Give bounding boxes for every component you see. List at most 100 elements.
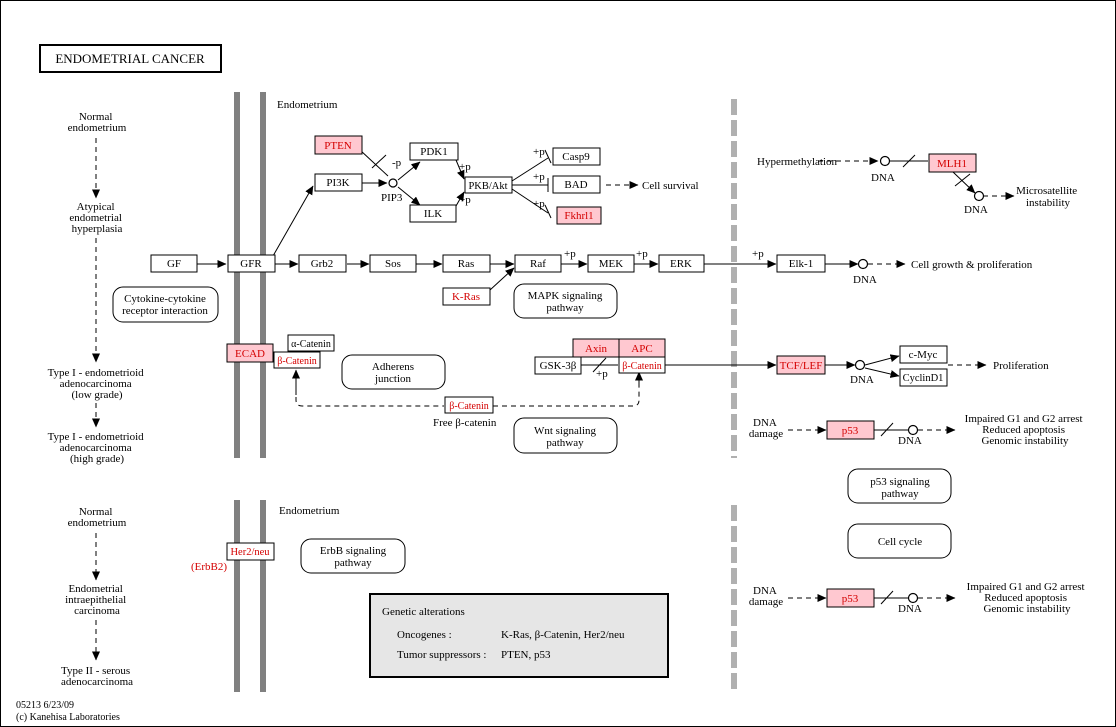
node-alpha-catenin[interactable]: α-Catenin: [287, 334, 335, 352]
svg-text:p53: p53: [842, 593, 859, 605]
page-title: ENDOMETRIAL CANCER: [55, 51, 205, 66]
dna-label-p53-bottom: DNA: [898, 603, 922, 615]
map-id: 05213 6/23/09: [16, 700, 74, 711]
svg-text:PI3K: PI3K: [326, 177, 349, 189]
copyright: (c) Kanehisa Laboratories: [16, 712, 120, 723]
node-gf[interactable]: GF: [150, 254, 198, 273]
svg-text:Casp9: Casp9: [562, 151, 590, 163]
dna-site-tcf: [854, 359, 866, 371]
svg-text:Cell cycle: Cell cycle: [878, 536, 922, 548]
node-pdk1[interactable]: PDK1: [409, 142, 459, 161]
svg-text:Elk-1: Elk-1: [789, 258, 813, 270]
node-gsk3b[interactable]: GSK-3β: [534, 356, 582, 375]
outcome-label-bottom: Impaired G1 and G2 arrest Reduced apopto…: [967, 581, 1088, 615]
node-fkhrl1[interactable]: Fkhrl1: [556, 206, 602, 225]
legend-title: Genetic alterations: [382, 606, 465, 618]
node-ecad[interactable]: ECAD: [226, 343, 274, 363]
svg-text:CyclinD1: CyclinD1: [903, 373, 944, 384]
svg-text:GFR: GFR: [240, 258, 262, 270]
node-bad[interactable]: BAD: [552, 175, 601, 194]
node-cyclin-d1[interactable]: CyclinD1: [899, 368, 948, 387]
node-beta-catenin-complex[interactable]: β-Catenin: [618, 356, 666, 374]
node-raf[interactable]: Raf: [514, 254, 562, 273]
svg-text:ERK: ERK: [670, 258, 692, 270]
svg-text:Fkhrl1: Fkhrl1: [564, 210, 593, 222]
gene-nodes: PTEN PDK1 Casp9 PI3K PKB/Akt BAD ILK Fkh…: [150, 135, 977, 608]
svg-text:ECAD: ECAD: [235, 348, 265, 360]
node-kras[interactable]: K-Ras: [442, 287, 491, 306]
stage-normal-bottom: Normal endometrium: [68, 506, 127, 529]
node-beta-catenin-free[interactable]: β-Catenin: [444, 396, 494, 414]
phospho-label-mek: +p: [564, 248, 576, 260]
free-bcatenin-label: Free β-catenin: [433, 417, 497, 429]
node-p53-bottom[interactable]: p53: [826, 588, 875, 608]
node-grb2[interactable]: Grb2: [298, 254, 347, 273]
node-ilk[interactable]: ILK: [409, 204, 457, 223]
node-apc[interactable]: APC: [618, 338, 666, 358]
pathway-cell-cycle[interactable]: Cell cycle: [847, 523, 952, 559]
dna-site-mlh1: [879, 155, 891, 167]
svg-text:Ras: Ras: [458, 258, 475, 270]
title-box: [39, 44, 222, 73]
node-beta-catenin-membrane[interactable]: β-Catenin: [273, 351, 321, 369]
phospho-label-elk1: +p: [752, 248, 764, 260]
dna-label-msi: DNA: [964, 204, 988, 216]
pip3-label: PIP3: [381, 192, 403, 204]
node-axin[interactable]: Axin: [572, 338, 620, 358]
svg-text:c-Myc: c-Myc: [909, 349, 938, 361]
dna-site-p53-bottom: [907, 592, 919, 604]
legend-oncogenes-value: K-Ras, β-Catenin, Her2/neu: [501, 629, 625, 641]
node-gfr[interactable]: GFR: [227, 254, 276, 273]
phospho-label-bad: +p: [533, 171, 545, 183]
genetic-alterations-legend: Genetic alterations Oncogenes : K-Ras, β…: [369, 593, 669, 678]
hypermethylation-label: Hypermethylation: [757, 156, 838, 168]
svg-text:β-Catenin: β-Catenin: [277, 356, 317, 367]
stage-type1-high-grade: Type I - endometrioid adenocarcinoma (hi…: [48, 431, 147, 465]
progression-top: Normal endometrium Atypical endometrial …: [48, 111, 147, 465]
dephospho-label: -p: [392, 157, 402, 169]
node-pten[interactable]: PTEN: [314, 135, 363, 155]
node-ras[interactable]: Ras: [442, 254, 491, 273]
node-pkb-akt[interactable]: PKB/Akt: [464, 176, 513, 194]
legend-oncogenes-label: Oncogenes :: [397, 629, 452, 641]
stage-atypical-hyperplasia: Atypical endometrial hyperplasia: [69, 201, 124, 235]
svg-text:MEK: MEK: [599, 258, 624, 270]
phospho-label-erk: +p: [636, 248, 648, 260]
dna-damage-label-top: DNA damage: [749, 417, 783, 440]
stage-type1-low-grade: Type I - endometrioid adenocarcinoma (lo…: [48, 367, 147, 401]
node-elk1[interactable]: Elk-1: [776, 254, 826, 273]
node-mlh1[interactable]: MLH1: [928, 153, 977, 173]
node-casp9[interactable]: Casp9: [552, 147, 601, 166]
node-sos[interactable]: Sos: [369, 254, 417, 273]
node-tcf-lef[interactable]: TCF/LEF: [776, 355, 826, 375]
dna-sites: [388, 155, 985, 604]
dna-label-elk1: DNA: [853, 274, 877, 286]
svg-text:Sos: Sos: [385, 258, 401, 270]
pip3-node: [388, 178, 398, 188]
svg-text:β-Catenin: β-Catenin: [622, 361, 662, 372]
node-erk[interactable]: ERK: [658, 254, 705, 273]
node-mek[interactable]: MEK: [587, 254, 635, 273]
svg-text:PTEN: PTEN: [324, 140, 352, 152]
node-c-myc[interactable]: c-Myc: [899, 345, 948, 364]
phospho-label-casp9: +p: [533, 146, 545, 158]
svg-text:Grb2: Grb2: [311, 258, 334, 270]
svg-text:MLH1: MLH1: [937, 158, 967, 170]
svg-text:ILK: ILK: [424, 208, 442, 220]
node-pi3k[interactable]: PI3K: [314, 173, 363, 192]
node-p53-top[interactable]: p53: [826, 420, 875, 440]
stage-intraepithelial-carcinoma: Endometrial intraepithelial carcinoma: [65, 583, 129, 617]
svg-text:Her2/neu: Her2/neu: [230, 547, 270, 558]
node-her2-neu[interactable]: Her2/neu: [226, 542, 275, 561]
svg-text:PDK1: PDK1: [420, 146, 448, 158]
dna-site-p53-top: [907, 424, 919, 436]
